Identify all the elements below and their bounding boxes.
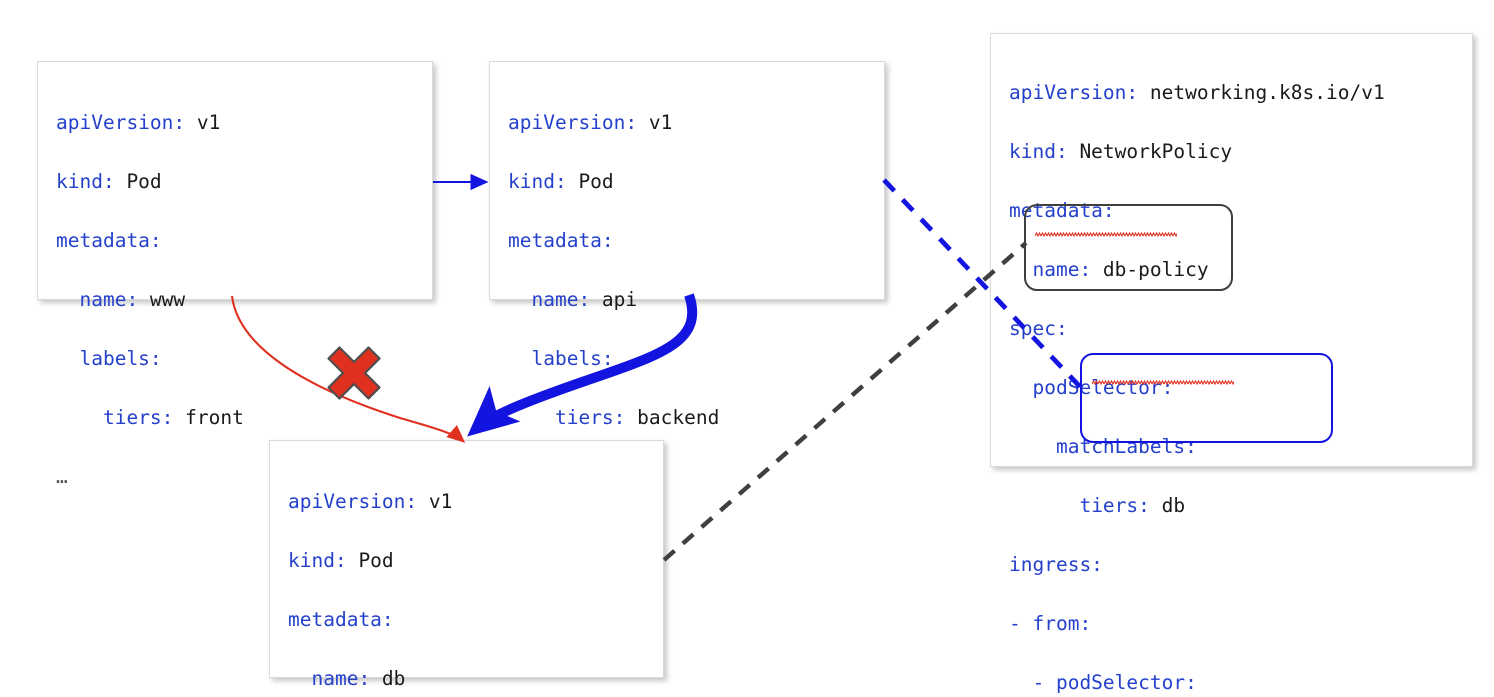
yaml-line: name: db [311,666,406,690]
pod-db-card: apiVersion: v1 kind: Pod metadata: name:… [269,440,664,690]
yaml-line: spec: [1009,316,1068,340]
yaml-line: apiVersion: networking.k8s.io/v1 [1009,80,1385,104]
yaml-line: labels: [79,346,162,370]
yaml-line: tiers: front [102,405,244,429]
yaml-line: name: www [79,287,186,311]
network-policy-card: apiVersion: networking.k8s.io/v1 kind: N… [990,33,1473,694]
yaml-line: kind: Pod [508,169,614,193]
spellcheck-underline-icon [1035,232,1177,237]
policy-pod-selector-highlight [1024,204,1233,291]
yaml-line: tiers: backend [554,405,720,429]
yaml-ellipsis: … [56,464,69,488]
yaml-line: - from: [1009,611,1092,635]
ingress-pod-selector-highlight [1080,353,1333,443]
yaml-line: kind: Pod [288,548,394,572]
yaml-line: - podSelector: [1032,670,1197,694]
yaml-line: apiVersion: v1 [508,110,673,134]
yaml-line: apiVersion: v1 [288,489,453,513]
pod-www-card: apiVersion: v1 kind: Pod metadata: name:… [37,61,433,488]
yaml-line: metadata: [288,607,394,631]
yaml-line: apiVersion: v1 [56,110,221,134]
pod-db-yaml: apiVersion: v1 kind: Pod metadata: name:… [270,441,470,697]
pod-api-card: apiVersion: v1 kind: Pod metadata: name:… [489,61,885,488]
yaml-line: metadata: [56,228,162,252]
blocked-cross-icon [323,342,385,404]
yaml-line: kind: Pod [56,169,162,193]
yaml-line: metadata: [508,228,614,252]
yaml-line: kind: NetworkPolicy [1009,139,1233,163]
spellcheck-underline-icon [1092,380,1234,385]
yaml-line: tiers: db [1079,493,1186,517]
yaml-line: labels: [531,346,614,370]
yaml-line: ingress: [1009,552,1103,576]
yaml-line: name: api [531,287,638,311]
pod-www-yaml: apiVersion: v1 kind: Pod metadata: name:… [38,62,262,507]
